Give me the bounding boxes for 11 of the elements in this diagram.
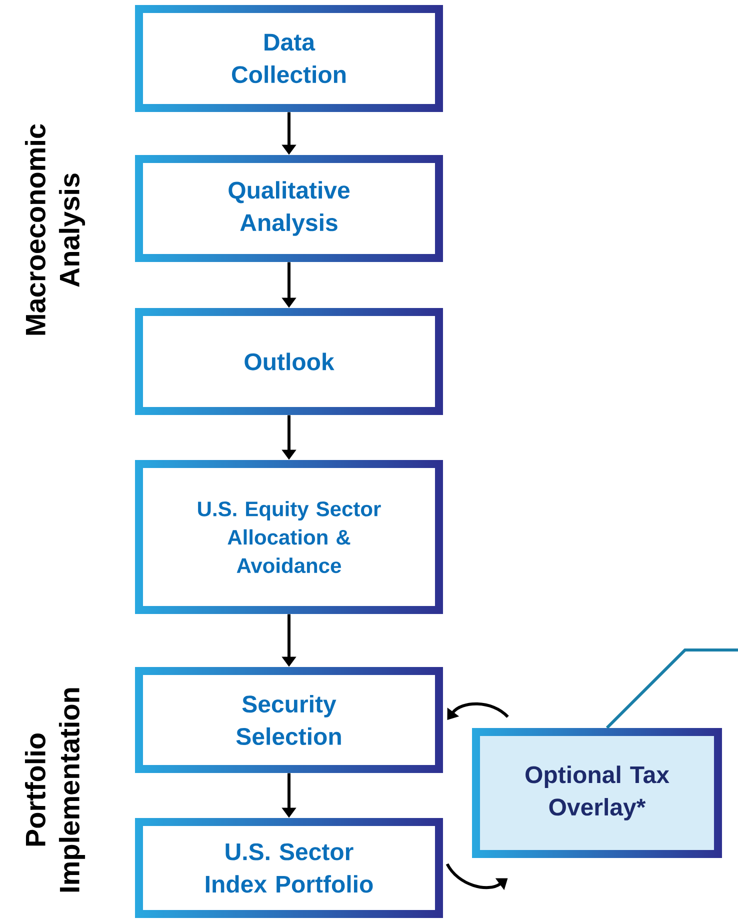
process-box: Outlook: [143, 316, 435, 407]
section-label: Macroeconomic Analysis: [24, 124, 86, 335]
arrow: [447, 702, 509, 720]
process-box: Security Selection: [143, 675, 435, 765]
section-label: Portfolio Implementation: [24, 688, 86, 892]
process-box: Optional Tax Overlay*: [480, 736, 714, 850]
process-box: Data Collection: [143, 13, 435, 104]
process-box: U.S. Sector Index Portfolio: [143, 826, 435, 910]
process-box: Qualitative Analysis: [143, 163, 435, 254]
process-box: U.S. Equity Sector Allocation & Avoidance: [143, 468, 435, 606]
leader-line: [606, 648, 738, 729]
